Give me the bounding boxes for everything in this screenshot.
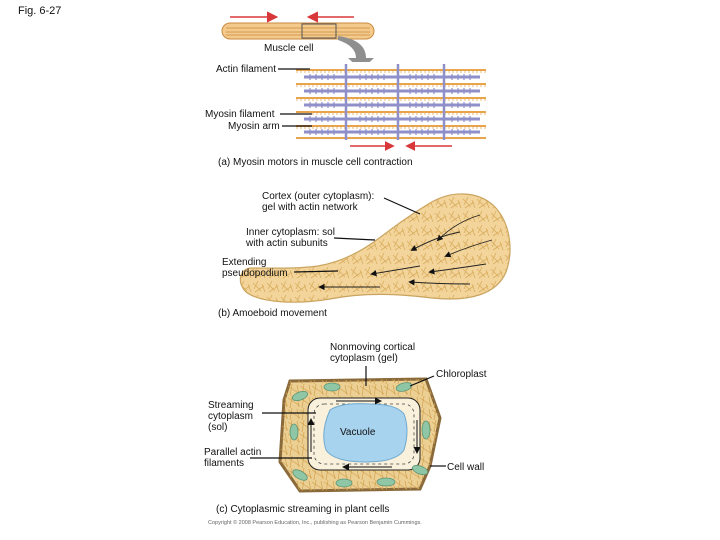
label-nonmoving-cytoplasm: Nonmoving cortical cytoplasm (gel) [330, 342, 416, 364]
figure-number: Fig. 6-27 [18, 5, 62, 17]
caption-panel-b: (b) Amoeboid movement [218, 308, 327, 319]
label-pseudopodium: Extending pseudopodium [222, 257, 288, 279]
label-cell-wall: Cell wall [447, 462, 485, 473]
label-inner-cytoplasm: Inner cytoplasm: sol with actin subunits [246, 227, 335, 249]
label-vacuole: Vacuole [340, 427, 376, 438]
panel-b-leaders [293, 197, 421, 273]
label-parallel-actin: Parallel actin filaments [204, 447, 262, 469]
label-myosin-filament: Myosin filament [205, 109, 275, 120]
label-actin-filament: Actin filament [216, 64, 277, 75]
label-myosin-arm: Myosin arm [228, 121, 280, 132]
cytoplasm-flow-arrows [307, 397, 421, 471]
zoom-arrow [338, 36, 374, 70]
caption-panel-c: (c) Cytoplasmic streaming in plant cells [216, 504, 390, 515]
panel-a [221, 11, 486, 151]
label-chloroplast: Chloroplast [436, 369, 487, 380]
label-muscle-cell: Muscle cell [264, 43, 314, 54]
label-streaming-cytoplasm: Streaming cytoplasm (sol) [208, 400, 254, 433]
panel-a-leaders [278, 68, 312, 127]
panel-c [250, 366, 446, 493]
sarcomere-filaments [296, 62, 486, 142]
caption-panel-a: (a) Myosin motors in muscle cell contrac… [218, 157, 413, 168]
panel-b [239, 193, 511, 303]
streaming-arrows [318, 214, 493, 291]
panel-c-leaders [250, 366, 446, 467]
chloroplasts [289, 382, 431, 488]
muscle-cell [221, 22, 375, 40]
label-cortex: Cortex (outer cytoplasm): gel with actin… [262, 191, 375, 213]
vacuole [323, 403, 408, 463]
copyright-notice: Copyright © 2008 Pearson Education, Inc.… [208, 520, 422, 526]
